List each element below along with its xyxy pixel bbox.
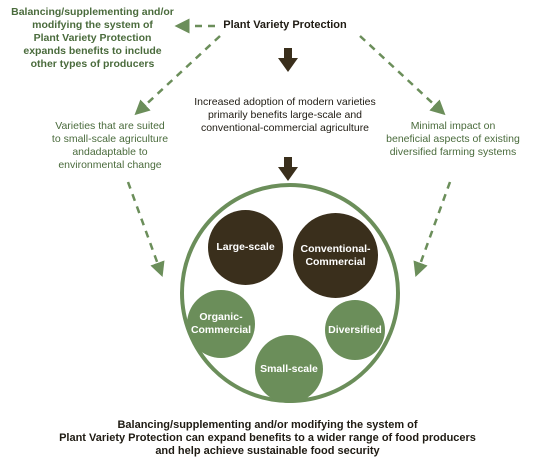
right-note-line: beneficial aspects of existing [386, 133, 520, 145]
bottom-note-line: Plant Variety Protection can expand bene… [59, 432, 476, 444]
diagram-title-text: Plant Variety Protection [223, 19, 347, 31]
large-scale-label: Large-scale [216, 241, 275, 253]
arrow-left-note-to-circle [126, 181, 165, 278]
conventional-commercial-circle: Conventional- Commercial [293, 213, 378, 298]
center-note-line: primarily benefits large-scale and [207, 109, 363, 121]
top-left-note-line: expands benefits to include [23, 45, 162, 57]
large-scale-circle: Large-scale [208, 210, 283, 285]
arrow-title-to-left-note [134, 35, 221, 116]
diversified-circle: Diversified [325, 300, 385, 360]
arrow-right-note-to-circle [413, 181, 452, 278]
left-note-line: to small-scale agriculture [51, 133, 169, 145]
top-left-note: Balancing/supplementing and/or modifying… [0, 6, 185, 71]
small-scale-circle: Small-scale [255, 335, 323, 403]
conventional-commercial-label: Conventional- [300, 242, 371, 255]
diagram-title: Plant Variety Protection [205, 19, 365, 32]
right-note-line: diversified farming systems [389, 146, 517, 158]
bottom-note: Balancing/supplementing and/or modifying… [40, 419, 495, 458]
organic-commercial-label: Organic- [199, 311, 243, 323]
right-note: Minimal impact on beneficial aspects of … [378, 120, 528, 159]
bottom-note-line: and help achieve sustainable food securi… [155, 445, 380, 457]
bottom-note-line: Balancing/supplementing and/or modifying… [117, 419, 418, 431]
top-left-note-line: Plant Variety Protection [33, 32, 152, 44]
diversified-label: Diversified [328, 323, 382, 336]
arrow-title-to-right-note [359, 35, 446, 116]
arrow-title-to-center-note [278, 48, 298, 72]
arrow-center-note-to-circle [278, 157, 298, 181]
conventional-commercial-label: Commercial [305, 255, 366, 268]
top-left-note-line: modifying the system of [32, 19, 153, 31]
left-note-line: Varieties that are suited [55, 120, 165, 132]
left-note-line: andadaptable to [72, 146, 148, 158]
top-left-note-line: Balancing/supplementing and/or [11, 6, 174, 18]
organic-commercial-circle: Organic- Commercial [187, 290, 255, 358]
center-note-line: Increased adoption of modern varieties [194, 96, 376, 108]
right-note-line: Minimal impact on [410, 120, 496, 132]
organic-commercial-label: Commercial [190, 324, 252, 336]
center-note: Increased adoption of modern varieties p… [180, 96, 390, 135]
left-note: Varieties that are suited to small-scale… [30, 120, 190, 172]
small-scale-label: Small-scale [260, 362, 318, 375]
center-note-line: conventional-commercial agriculture [200, 122, 370, 134]
left-note-line: environmental change [58, 159, 162, 171]
top-left-note-line: other types of producers [30, 58, 155, 70]
